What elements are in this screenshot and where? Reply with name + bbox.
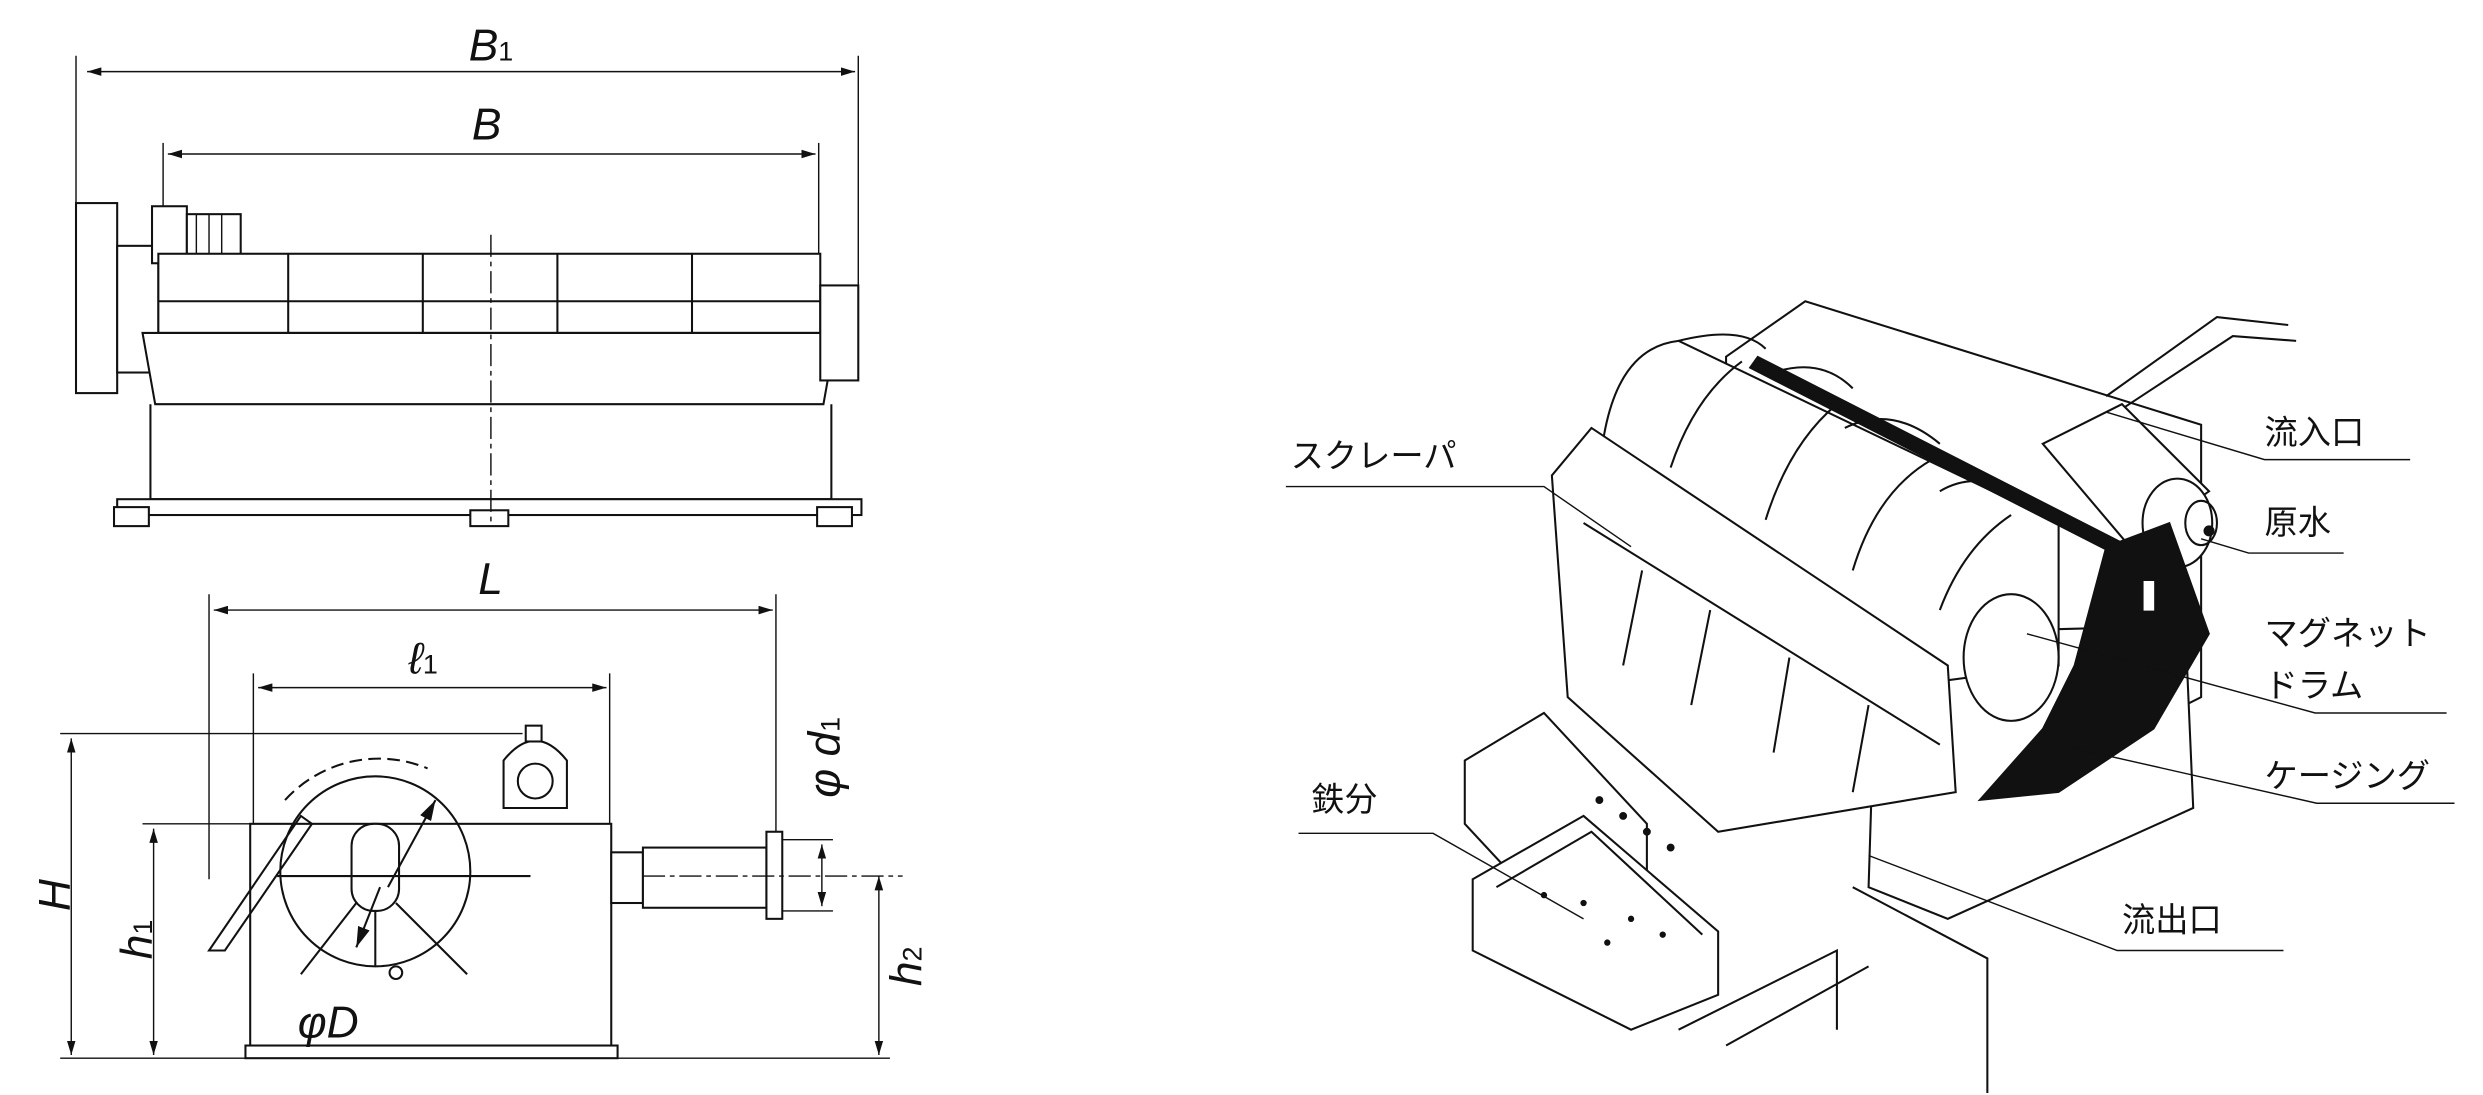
label-raw-water: 原水: [2264, 503, 2331, 542]
dimension-phi-d1: φ d1: [800, 717, 849, 798]
casing-side: [249, 822, 613, 1047]
dimension-l: L: [478, 555, 503, 604]
dimension-h1: h1: [113, 920, 162, 960]
label-outlet: 流出口: [2122, 901, 2222, 940]
label-scraper: スクレーパ: [1291, 437, 1457, 476]
dimension-b1: B1: [469, 22, 514, 71]
front-view: B1 B: [74, 22, 863, 528]
side-view: L ℓ1 H h1 h2: [31, 555, 932, 1060]
inlet-pipe: [641, 846, 768, 909]
dimension-phi-d: φD: [298, 999, 359, 1048]
label-casing: ケージング: [2264, 756, 2430, 795]
label-inlet: 流入口: [2264, 413, 2364, 452]
isometric-view: [1285, 300, 2455, 1094]
dimension-h2: h2: [883, 947, 932, 987]
dimension-h: H: [31, 878, 80, 911]
drum: [157, 252, 822, 334]
label-magnet-drum-2: ドラム: [2264, 666, 2363, 705]
iron-particles: [1540, 796, 1675, 946]
label-magnet-drum-1: マグネット: [2264, 614, 2430, 653]
dimension-l1: ℓ1: [408, 634, 438, 683]
bearing-right: [819, 284, 860, 382]
dimension-b: B: [472, 101, 502, 150]
motor-flange: [74, 202, 119, 395]
label-iron: 鉄分: [1311, 780, 1378, 819]
casing: [141, 331, 838, 406]
iron-tray: [1471, 814, 1720, 1031]
